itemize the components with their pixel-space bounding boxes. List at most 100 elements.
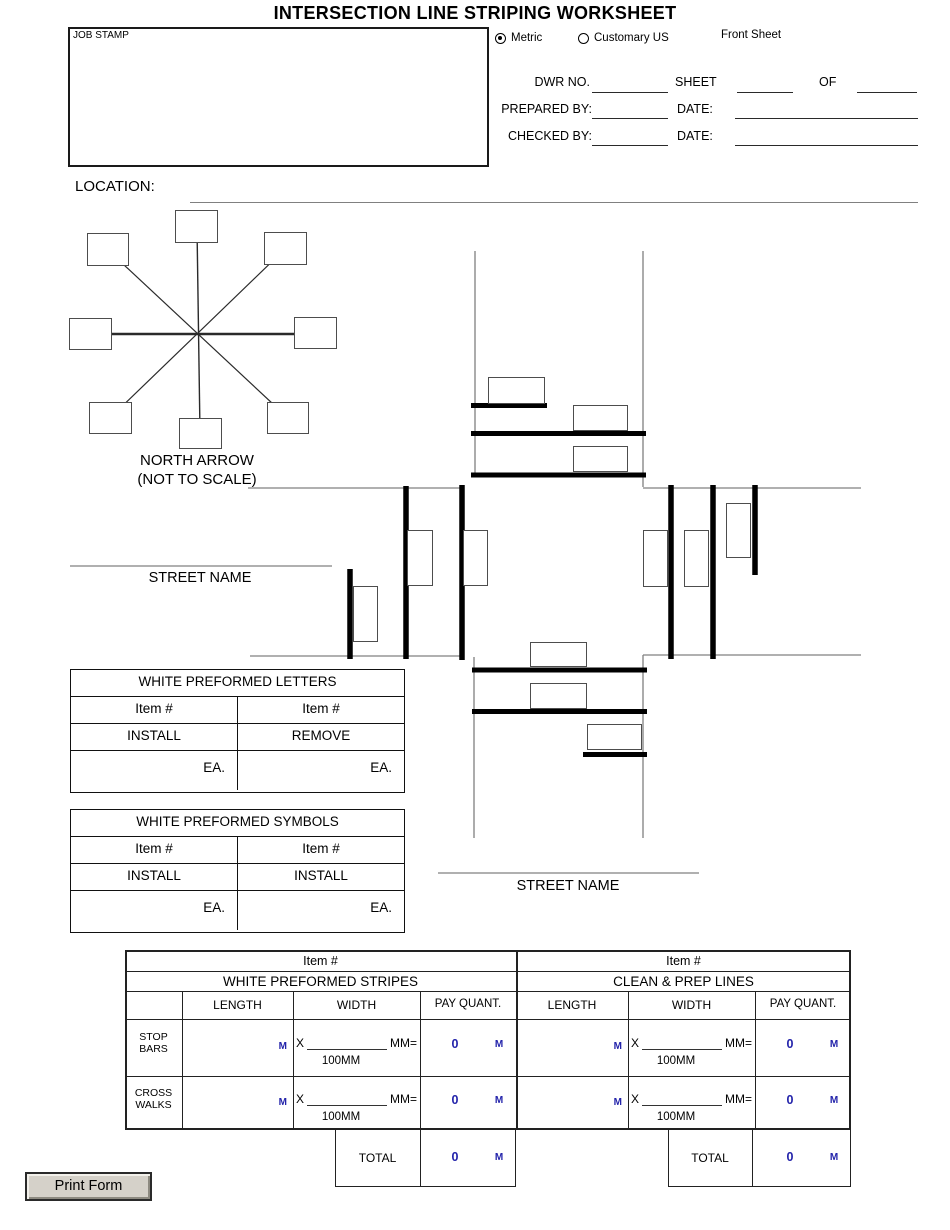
north-arrow-box-s[interactable]	[179, 418, 222, 449]
total-box-right	[668, 1130, 851, 1187]
qt-right-header-pay: PAY QUANT.	[769, 998, 837, 1010]
item-number-box[interactable]	[530, 683, 587, 709]
item-number-box[interactable]	[353, 586, 378, 642]
length-input-cell[interactable]: M	[278, 1097, 287, 1108]
north-arrow-box-e[interactable]	[294, 317, 337, 349]
north-arrow-box-sw[interactable]	[89, 402, 132, 434]
north-arrow-box-n[interactable]	[175, 210, 218, 243]
page-title: INTERSECTION LINE STRIPING WORKSHEET	[273, 3, 677, 23]
dwr-no-field[interactable]	[592, 78, 668, 93]
symbols-item-label-1: Item #	[135, 841, 173, 856]
sheet-field[interactable]	[737, 78, 793, 93]
pay-value: 0	[786, 1093, 794, 1107]
length-input-cell[interactable]: M	[613, 1097, 622, 1108]
width-input-line[interactable]	[642, 1093, 722, 1106]
total-value: 0	[451, 1150, 459, 1164]
total-unit: M	[829, 1152, 839, 1163]
letters-action-1: INSTALL	[127, 728, 181, 743]
north-arrow-box-ne[interactable]	[264, 232, 307, 265]
symbols-action-row: INSTALL INSTALL	[71, 863, 404, 890]
symbols-quantity-row: EA. EA.	[71, 890, 404, 930]
row-label-line: BARS	[139, 1043, 168, 1055]
letters-action-row: INSTALL REMOVE	[71, 723, 404, 750]
metric-radio-label[interactable]: Metric	[511, 32, 543, 44]
checked-by-field[interactable]	[592, 131, 668, 146]
qt-right-header-width: WIDTH	[671, 998, 712, 1012]
total-box-left	[335, 1130, 516, 1187]
width-input-line[interactable]	[642, 1037, 722, 1050]
north-arrow-box-w[interactable]	[69, 318, 112, 350]
width-mm-eq: MM=	[725, 1036, 752, 1050]
row-label-cross-walks: CROSS WALKS	[125, 1087, 182, 1111]
print-form-button[interactable]: Print Form	[25, 1172, 152, 1201]
width-formula-cell[interactable]: X MM=	[631, 1036, 752, 1050]
width-input-line[interactable]	[307, 1037, 387, 1050]
width-denominator: 100MM	[321, 1055, 361, 1067]
width-x: X	[631, 1092, 640, 1106]
width-denominator: 100MM	[656, 1111, 696, 1123]
symbols-item-row: Item # Item #	[71, 836, 404, 863]
item-number-box[interactable]	[643, 530, 668, 587]
letters-quantity-row: EA. EA.	[71, 750, 404, 790]
item-number-box[interactable]	[488, 377, 545, 404]
north-arrow-box-nw[interactable]	[87, 233, 129, 266]
item-number-box[interactable]	[463, 530, 488, 586]
letters-item-label-1: Item #	[135, 701, 173, 716]
symbols-table-title-row: WHITE PREFORMED SYMBOLS	[71, 810, 404, 836]
qt-left-header-width: WIDTH	[336, 998, 377, 1012]
date1-field[interactable]	[735, 104, 918, 119]
letters-qty-cell-2[interactable]: EA.	[237, 751, 404, 790]
pay-unit: M	[494, 1095, 504, 1106]
location-field[interactable]	[190, 188, 918, 203]
item-number-box[interactable]	[587, 724, 642, 750]
letters-table-title-row: WHITE PREFORMED LETTERS	[71, 670, 404, 696]
item-number-box[interactable]	[573, 405, 628, 431]
width-formula-cell[interactable]: X MM=	[296, 1092, 417, 1106]
qt-line	[293, 991, 294, 1130]
date2-field[interactable]	[735, 131, 918, 146]
north-arrow-box-se[interactable]	[267, 402, 309, 434]
symbols-table: WHITE PREFORMED SYMBOLS Item # Item # IN…	[70, 809, 405, 933]
prepared-by-label: PREPARED BY:	[501, 102, 592, 116]
qt-left-item-label: Item #	[303, 954, 338, 968]
qt-left-header-length: LENGTH	[213, 998, 262, 1012]
qt-line	[125, 991, 851, 992]
length-input-cell[interactable]: M	[278, 1041, 287, 1052]
quantity-table-frame	[125, 950, 851, 1130]
north-arrow-caption-1: NORTH ARROW	[140, 452, 254, 469]
metric-radio[interactable]	[495, 33, 506, 44]
customary-us-radio[interactable]	[578, 33, 589, 44]
width-input-line[interactable]	[307, 1093, 387, 1106]
row-label-line: CROSS	[134, 1087, 173, 1099]
pay-value: 0	[451, 1037, 459, 1051]
qt-right-header-length: LENGTH	[547, 998, 597, 1012]
customary-us-radio-label[interactable]: Customary US	[594, 32, 669, 44]
item-number-box[interactable]	[684, 530, 709, 587]
item-number-box[interactable]	[573, 446, 628, 472]
item-number-box[interactable]	[407, 530, 433, 586]
width-formula-cell[interactable]: X MM=	[296, 1036, 417, 1050]
symbols-qty-cell-1[interactable]: EA.	[203, 900, 225, 915]
qt-left-title: WHITE PREFORMED STRIPES	[222, 974, 418, 989]
letters-qty-cell-1[interactable]: EA.	[203, 760, 225, 775]
total-unit: M	[494, 1152, 504, 1163]
width-denominator: 100MM	[321, 1111, 361, 1123]
qt-line	[752, 1130, 753, 1187]
symbols-qty-cell-2[interactable]: EA.	[237, 891, 404, 930]
of-field[interactable]	[857, 78, 917, 93]
length-input-cell[interactable]: M	[613, 1041, 622, 1052]
row-label-stop-bars: STOP BARS	[125, 1031, 182, 1055]
total-pay-cell: 0 M	[420, 1150, 516, 1167]
letters-table: WHITE PREFORMED LETTERS Item # Item # IN…	[70, 669, 405, 793]
item-number-box[interactable]	[726, 503, 751, 558]
prepared-by-field[interactable]	[592, 104, 668, 119]
pay-value: 0	[451, 1093, 459, 1107]
of-label: OF	[819, 75, 837, 89]
item-number-box[interactable]	[530, 642, 587, 667]
pay-quant-cell: 0 M	[755, 1037, 851, 1054]
width-formula-cell[interactable]: X MM=	[631, 1092, 752, 1106]
job-stamp-box: JOB STAMP	[68, 27, 489, 167]
pay-quant-cell: 0 M	[420, 1093, 516, 1110]
north-arrow-caption-2: (NOT TO SCALE)	[137, 471, 257, 488]
